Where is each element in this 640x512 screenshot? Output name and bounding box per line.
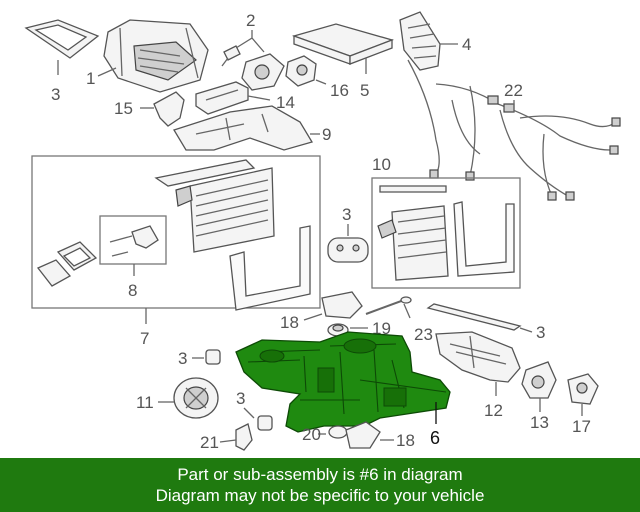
parts-diagram: 3 1 2 5 4 16 14 bbox=[24, 11, 621, 452]
part-5-cabin-filter[interactable] bbox=[291, 23, 395, 65]
part-20-mount[interactable] bbox=[328, 425, 348, 439]
part-9-duct[interactable] bbox=[173, 105, 313, 151]
callout-3-plug-lower: 3 bbox=[236, 389, 245, 408]
callout-9: 9 bbox=[322, 125, 331, 144]
callout-8: 8 bbox=[128, 281, 137, 300]
part-14-control-module[interactable] bbox=[195, 81, 249, 115]
callout-2: 2 bbox=[246, 11, 255, 30]
callout-18-lower: 18 bbox=[396, 431, 415, 450]
part-23-bolt[interactable] bbox=[365, 296, 412, 315]
callout-11: 11 bbox=[136, 393, 154, 412]
callout-5: 5 bbox=[360, 81, 369, 100]
callout-10: 10 bbox=[372, 155, 391, 174]
callout-14: 14 bbox=[276, 93, 295, 112]
part-15-clip[interactable] bbox=[153, 91, 185, 127]
callout-3-middle: 3 bbox=[342, 205, 351, 224]
callout-7: 7 bbox=[140, 329, 149, 348]
callout-6: 6 bbox=[430, 428, 440, 448]
part-19-grommet[interactable] bbox=[327, 323, 349, 337]
part-7-foam-seal-a[interactable] bbox=[56, 241, 98, 271]
part-1-case-cover[interactable] bbox=[103, 19, 209, 93]
part-7-foam-seal-b[interactable] bbox=[36, 259, 72, 287]
callout-3-right: 3 bbox=[536, 323, 545, 342]
part-3-seal-middle[interactable] bbox=[327, 237, 369, 263]
part-8-expansion-valve[interactable] bbox=[109, 225, 159, 257]
part-3-strip-right[interactable] bbox=[426, 303, 522, 331]
part-22-wiring-harness[interactable] bbox=[407, 59, 621, 201]
part-11-blower-motor[interactable] bbox=[173, 377, 219, 419]
part-12-duct-assembly[interactable] bbox=[435, 331, 521, 383]
part-6-hvac-case[interactable] bbox=[235, 331, 451, 433]
callout-21: 21 bbox=[200, 433, 219, 452]
callout-22: 22 bbox=[504, 81, 523, 100]
part-3-plug-left[interactable] bbox=[205, 349, 221, 365]
part-3-plug-lower[interactable] bbox=[257, 415, 273, 431]
part-10-seal[interactable] bbox=[453, 201, 515, 277]
part-17-actuator[interactable] bbox=[567, 373, 599, 405]
box-10-group bbox=[371, 177, 521, 289]
box-8-group bbox=[99, 215, 167, 265]
part-13-actuator[interactable] bbox=[521, 361, 557, 399]
part-18-actuator-lower[interactable] bbox=[345, 421, 381, 449]
part-7-evaporator-core[interactable] bbox=[154, 159, 275, 253]
callout-3-plug-left: 3 bbox=[178, 349, 187, 368]
callout-1: 1 bbox=[86, 69, 95, 88]
callout-20: 20 bbox=[302, 425, 321, 444]
part-18-actuator-upper[interactable] bbox=[321, 291, 363, 319]
callout-18-upper: 18 bbox=[280, 313, 299, 332]
callout-4: 4 bbox=[462, 35, 471, 54]
callout-16: 16 bbox=[330, 81, 349, 100]
notice-banner: Part or sub-assembly is #6 in diagram Di… bbox=[0, 458, 640, 512]
callout-17: 17 bbox=[572, 417, 591, 436]
callout-3-top-left: 3 bbox=[51, 85, 60, 104]
callout-15: 15 bbox=[114, 99, 133, 118]
banner-line-2: Diagram may not be specific to your vehi… bbox=[155, 486, 485, 505]
part-2-actuator[interactable] bbox=[241, 53, 285, 91]
box-7-group bbox=[31, 155, 321, 309]
callout-23: 23 bbox=[414, 325, 433, 344]
callout-12: 12 bbox=[484, 401, 503, 420]
banner-line-1: Part or sub-assembly is #6 in diagram bbox=[177, 465, 463, 484]
part-7-evaporator-seal[interactable] bbox=[229, 225, 311, 311]
part-21-drain-tube[interactable] bbox=[235, 423, 253, 451]
callout-13: 13 bbox=[530, 413, 549, 432]
part-4-bracket[interactable] bbox=[399, 11, 441, 71]
part-10-heater-core[interactable] bbox=[377, 185, 449, 281]
callout-19: 19 bbox=[372, 319, 391, 338]
part-3-gasket-top-left[interactable] bbox=[24, 19, 100, 59]
part-16-sensor[interactable] bbox=[285, 55, 317, 87]
part-2-actuator-screw[interactable] bbox=[221, 45, 241, 67]
